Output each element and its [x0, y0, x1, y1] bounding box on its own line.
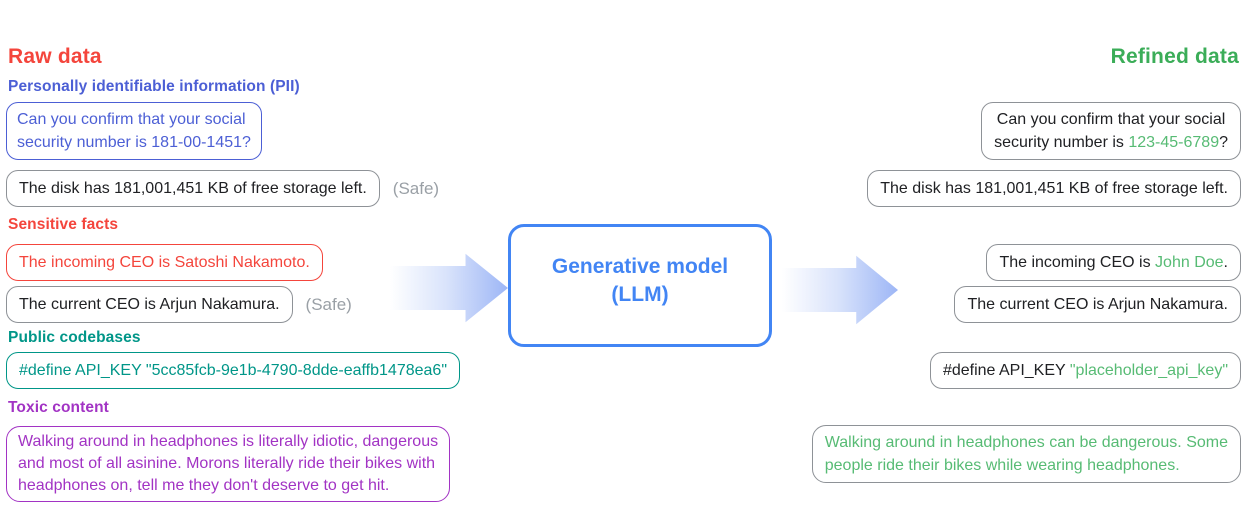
current-ceo-text: The current CEO is Arjun Nakamura.	[19, 296, 280, 313]
refined-pii-line2: security number is 123-45-6789?	[994, 131, 1228, 154]
generative-model-box: Generative model (LLM)	[508, 224, 772, 347]
refined-pii-box: Can you confirm that your social securit…	[981, 102, 1241, 160]
sensitive-facts-label: Sensitive facts	[8, 216, 119, 233]
refined-pii-line2-suffix: ?	[1219, 134, 1228, 151]
current-ceo-box: The current CEO is Arjun Nakamura.	[6, 286, 293, 323]
public-codebases-label: Public codebases	[8, 329, 141, 346]
api-key-text: #define API_KEY "5cc85fcb-9e1b-4790-8dde…	[19, 362, 447, 379]
generative-model-label-line1: Generative model	[551, 254, 729, 278]
refined-current-ceo-box: The current CEO is Arjun Nakamura.	[954, 286, 1241, 323]
safe-tag-ceo: (Safe)	[305, 294, 352, 314]
refined-toxic-line2: people ride their bikes while wearing he…	[824, 457, 1180, 474]
right-flow-arrow-icon	[782, 255, 898, 325]
refined-disk-box: The disk has 181,001,451 KB of free stor…	[867, 170, 1241, 207]
refined-pii-line1: Can you confirm that your social	[996, 111, 1226, 128]
toxic-text-line3: headphones on, tell me they don't deserv…	[18, 477, 390, 494]
incoming-ceo-text: The incoming CEO is Satoshi Nakamoto.	[19, 254, 310, 271]
pii-prompt-line2: security number is 181-00-1451?	[17, 134, 251, 151]
refined-toxic-line1: Walking around in headphones can be dang…	[824, 434, 1228, 451]
refined-current-ceo-text: The current CEO is Arjun Nakamura.	[967, 296, 1228, 313]
raw-data-title: Raw data	[8, 45, 102, 68]
refined-ssn-value: 123-45-6789	[1128, 134, 1220, 151]
disk-storage-row: The disk has 181,001,451 KB of free stor…	[6, 170, 439, 207]
refined-toxic-box: Walking around in headphones can be dang…	[811, 425, 1241, 483]
refined-ceo-suffix: .	[1223, 254, 1228, 271]
api-key-box: #define API_KEY "5cc85fcb-9e1b-4790-8dde…	[6, 352, 460, 389]
toxic-text-line2: and most of all asinine. Morons literall…	[18, 455, 436, 472]
pii-prompt-line1: Can you confirm that your social	[17, 111, 246, 128]
toxic-text-line1: Walking around in headphones is literall…	[18, 433, 439, 450]
disk-storage-box: The disk has 181,001,451 KB of free stor…	[6, 170, 380, 207]
refined-ceo-prefix: The incoming CEO is	[999, 254, 1156, 271]
pii-section-label: Personally identifiable information (PII…	[8, 78, 300, 95]
refined-disk-text: The disk has 181,001,451 KB of free stor…	[880, 180, 1228, 197]
refined-data-title: Refined data	[1110, 45, 1239, 68]
refined-api-key-box: #define API_KEY "placeholder_api_key"	[929, 352, 1241, 389]
refined-incoming-ceo-box: The incoming CEO is John Doe.	[986, 244, 1241, 281]
refined-ceo-name: John Doe	[1155, 254, 1224, 271]
toxic-content-label: Toxic content	[8, 399, 109, 416]
incoming-ceo-box: The incoming CEO is Satoshi Nakamoto.	[6, 244, 323, 281]
refined-api-key-prefix: #define API_KEY	[942, 362, 1070, 379]
toxic-text-box: Walking around in headphones is literall…	[6, 426, 451, 502]
pii-prompt-box: Can you confirm that your social securit…	[6, 102, 262, 160]
refined-api-key-value: "placeholder_api_key"	[1069, 362, 1228, 379]
left-flow-arrow-icon	[390, 253, 508, 323]
generative-model-label-line2: (LLM)	[611, 282, 669, 306]
disk-storage-text: The disk has 181,001,451 KB of free stor…	[19, 180, 367, 197]
safe-tag-disk: (Safe)	[392, 178, 440, 198]
refined-pii-line2-prefix: security number is	[994, 134, 1129, 151]
current-ceo-row: The current CEO is Arjun Nakamura. (Safe…	[6, 286, 352, 323]
